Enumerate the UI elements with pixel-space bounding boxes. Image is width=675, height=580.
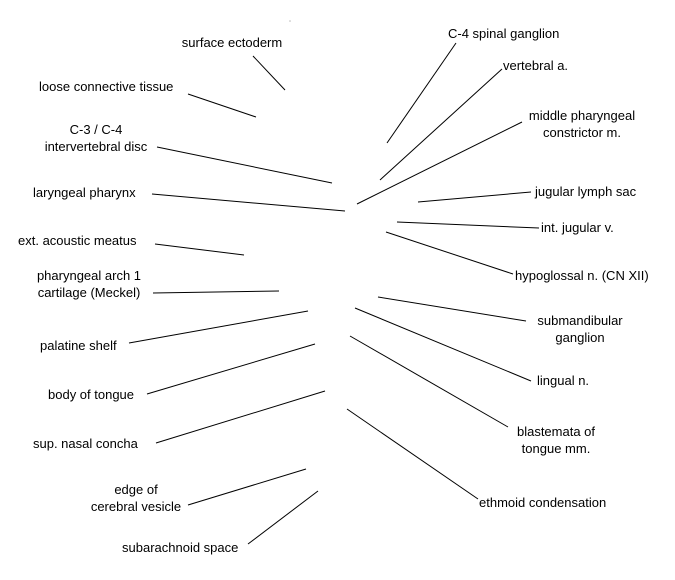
- label-palatine-shelf: palatine shelf: [40, 338, 117, 353]
- label-c3-c4-line1: C-3 / C-4: [70, 122, 123, 137]
- label-jugular-lymph-sac: jugular lymph sac: [534, 184, 637, 199]
- leader-ext-acoustic-meatus: [154, 243, 245, 256]
- leader-sup-nasal-concha: [155, 390, 326, 444]
- label-edge-cerebral-line1: edge of: [114, 482, 158, 497]
- label-loose-connective-tissue: loose connective tissue: [39, 79, 173, 94]
- leader-lingual-n: [354, 307, 532, 382]
- label-subarachnoid-space: subarachnoid space: [122, 540, 238, 555]
- leader-subarachnoid-space: [247, 490, 319, 545]
- label-submandibular-line1: submandibular: [537, 313, 623, 328]
- label-ext-acoustic-meatus: ext. acoustic meatus: [18, 233, 137, 248]
- label-blastemata-line2: tongue mm.: [522, 441, 591, 456]
- leader-laryngeal-pharynx: [151, 193, 346, 212]
- label-vertebral-a: vertebral a.: [503, 58, 568, 73]
- leader-c4-spinal-ganglion: [386, 42, 457, 144]
- leader-submandibular-ganglion: [377, 296, 527, 322]
- label-laryngeal-pharynx: laryngeal pharynx: [33, 185, 136, 200]
- leader-c3-c4-disc: [156, 146, 333, 184]
- label-int-jugular-v: int. jugular v.: [541, 220, 614, 235]
- leader-body-of-tongue: [146, 343, 316, 395]
- leader-int-jugular-v: [396, 221, 540, 229]
- leader-palatine-shelf: [128, 310, 309, 344]
- label-surface-ectoderm: surface ectoderm: [182, 35, 282, 50]
- label-body-of-tongue: body of tongue: [48, 387, 134, 402]
- leader-edge-cerebral-vesicle: [187, 468, 307, 506]
- label-pharyngeal-arch-line2: cartilage (Meckel): [38, 285, 141, 300]
- leader-jugular-lymph-sac: [417, 191, 532, 203]
- label-ethmoid-condensation: ethmoid condensation: [479, 495, 606, 510]
- leader-loose-connective-tissue: [187, 93, 257, 118]
- label-c4-spinal-ganglion: C-4 spinal ganglion: [448, 26, 559, 41]
- stray-dot: [289, 20, 291, 22]
- label-hypoglossal-n: hypoglossal n. (CN XII): [515, 268, 649, 283]
- leader-blastemata-tongue: [349, 335, 509, 428]
- label-submandibular-line2: ganglion: [555, 330, 604, 345]
- leader-pharyngeal-arch: [152, 290, 280, 294]
- label-middle-pharyngeal-line1: middle pharyngeal: [529, 108, 635, 123]
- label-c3-c4-line2: intervertebral disc: [45, 139, 148, 154]
- leader-ethmoid-condensation: [346, 408, 479, 500]
- label-middle-pharyngeal-line2: constrictor m.: [543, 125, 621, 140]
- label-lingual-n: lingual n.: [537, 373, 589, 388]
- leader-surface-ectoderm: [252, 55, 286, 91]
- label-blastemata-line1: blastemata of: [517, 424, 595, 439]
- leader-middle-pharyngeal-constrictor: [356, 121, 523, 205]
- label-edge-cerebral-line2: cerebral vesicle: [91, 499, 181, 514]
- label-pharyngeal-arch-line1: pharyngeal arch 1: [37, 268, 141, 283]
- label-sup-nasal-concha: sup. nasal concha: [33, 436, 139, 451]
- leader-vertebral-a: [379, 68, 503, 181]
- leader-hypoglossal-n: [385, 231, 514, 275]
